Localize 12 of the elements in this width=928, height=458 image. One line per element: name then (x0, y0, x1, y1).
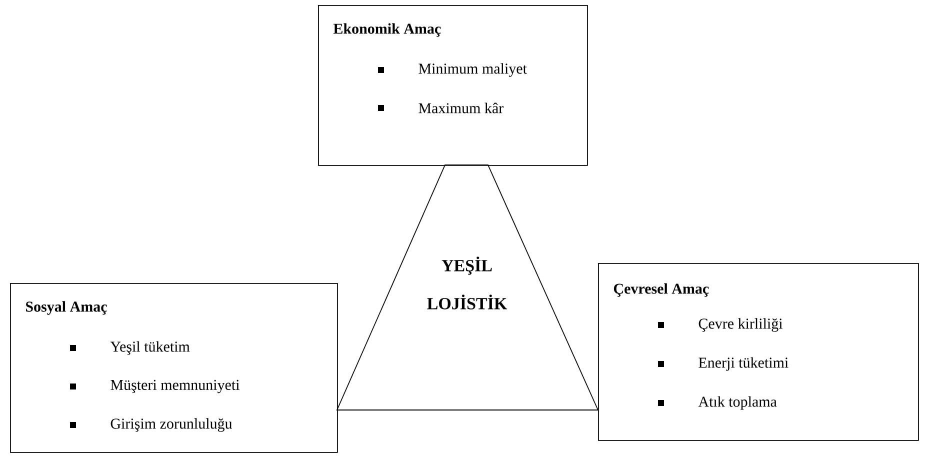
box-title: Çevresel Amaç (614, 283, 709, 297)
triangle-label: YEŞİL LOJİSTİK (427, 256, 508, 310)
list-item: Yeşil tüketim (110, 341, 190, 355)
list-item: Girişim zorunluluğu (110, 418, 232, 432)
list-item: Maximum kâr (418, 102, 504, 114)
list-item: Enerji tüketimi (698, 357, 788, 371)
list-item: Atık toplama (698, 396, 777, 410)
box-title: Sosyal Amaç (26, 301, 107, 315)
list-item: Minimum maliyet (418, 63, 527, 77)
list-item: Çevre kirliliği (698, 318, 782, 332)
box-title: Ekonomik Amaç (333, 23, 441, 37)
list-item: Müşteri memnuniyeti (110, 380, 240, 394)
